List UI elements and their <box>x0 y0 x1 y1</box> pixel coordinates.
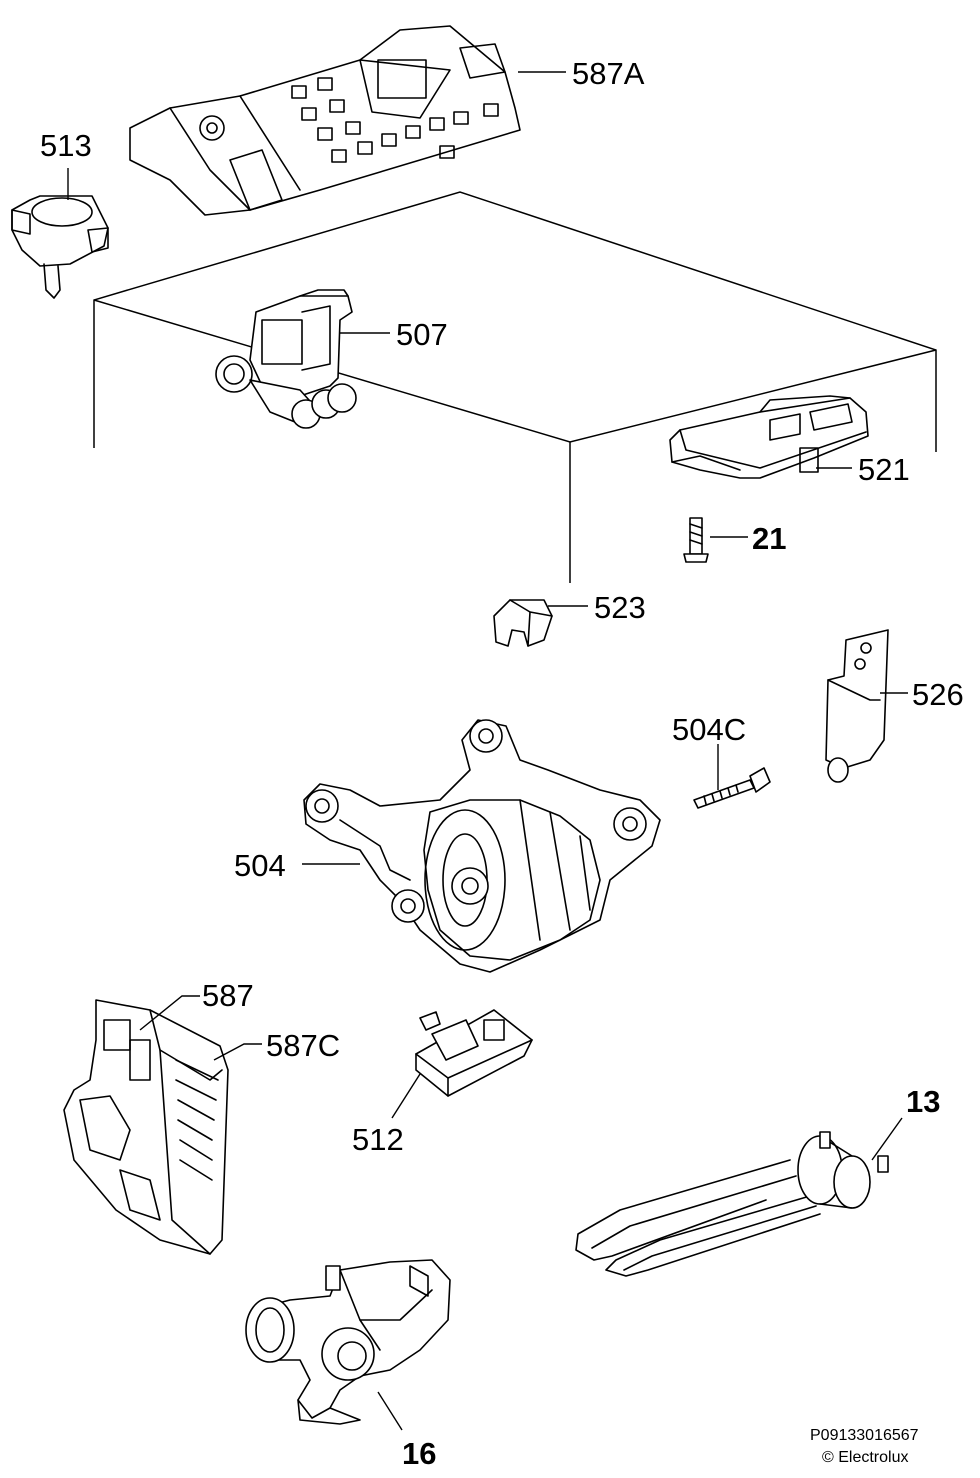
part-16-drain-pump[interactable] <box>245 1259 451 1425</box>
label-13: 13 <box>906 1084 940 1119</box>
leader-13 <box>871 1117 903 1161</box>
label-587a: 587A <box>572 56 645 91</box>
label-523: 523 <box>594 590 646 625</box>
label-16: 16 <box>402 1436 436 1471</box>
part-587-main-board[interactable] <box>63 999 229 1255</box>
part-507-inlet-valve[interactable] <box>215 289 357 429</box>
leader-587c <box>213 1043 262 1061</box>
label-507: 507 <box>396 317 448 352</box>
label-587: 587 <box>202 978 254 1013</box>
label-512: 512 <box>352 1122 404 1157</box>
label-513: 513 <box>40 128 92 163</box>
leader-16 <box>377 1391 403 1431</box>
label-587c: 587C <box>266 1028 340 1063</box>
part-13-heating-element[interactable] <box>575 1131 889 1277</box>
label-504: 504 <box>234 848 286 883</box>
part-504-motor[interactable] <box>303 719 661 973</box>
leader-512 <box>391 1073 421 1119</box>
part-21-screw[interactable] <box>683 517 709 563</box>
leader-587 <box>139 995 200 1031</box>
housing-outline <box>93 191 937 583</box>
diagram-code: P09133016567 <box>810 1427 919 1444</box>
part-587a-control-board[interactable] <box>129 25 521 216</box>
label-521: 521 <box>858 452 910 487</box>
part-504c-bolt[interactable] <box>693 767 771 809</box>
label-504c: 504C <box>672 712 746 747</box>
copyright-notice: © Electrolux <box>822 1449 908 1466</box>
part-512-sensor[interactable] <box>415 1009 533 1097</box>
label-526: 526 <box>912 677 964 712</box>
part-513-pressure-switch[interactable] <box>11 195 109 299</box>
part-526-door-lock[interactable] <box>825 629 889 783</box>
part-523-clip[interactable] <box>493 599 553 647</box>
label-21: 21 <box>752 521 786 556</box>
part-521-bracket[interactable] <box>669 395 869 479</box>
